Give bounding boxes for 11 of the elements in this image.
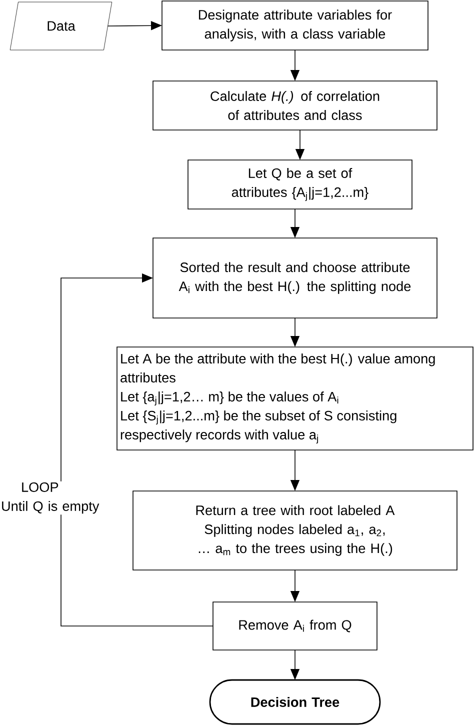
data-parallelogram: Data xyxy=(10,2,112,50)
arrow xyxy=(60,273,214,626)
process-box: Let Q be a set of attributes {A$_{j}$|j=1,2...m} xyxy=(188,160,412,210)
process-box: Remove A$_{i}$ from Q xyxy=(212,602,378,650)
process-box: Calculate H(.) of correlation of attributes and class xyxy=(152,80,438,130)
process-box: Let A be the attribute with the best H(.) value among attributes Let {a$_{j}$|j=1,2… m} be the values of A$_{i}$ Let {S$_{j}$|j=1,2...m} be the subset of S consisting respectively records with value a$_{j}$ xyxy=(116,346,474,450)
process-box: Return a tree with root labeled A Splitting nodes labeled a$_{1}$, a$_{2}$, … a$_{m}$ to the trees using the H(.) xyxy=(132,490,458,570)
process-box: Sorted the result and choose attribute A$_{i}$ with the best H(.) the splitting node xyxy=(152,238,438,318)
terminal-box: Decision Tree xyxy=(209,679,381,725)
edge-label: LOOP Until Q is empty xyxy=(2,482,100,514)
process-box: Designate attribute variables for analysis, with a class variable xyxy=(162,0,428,50)
